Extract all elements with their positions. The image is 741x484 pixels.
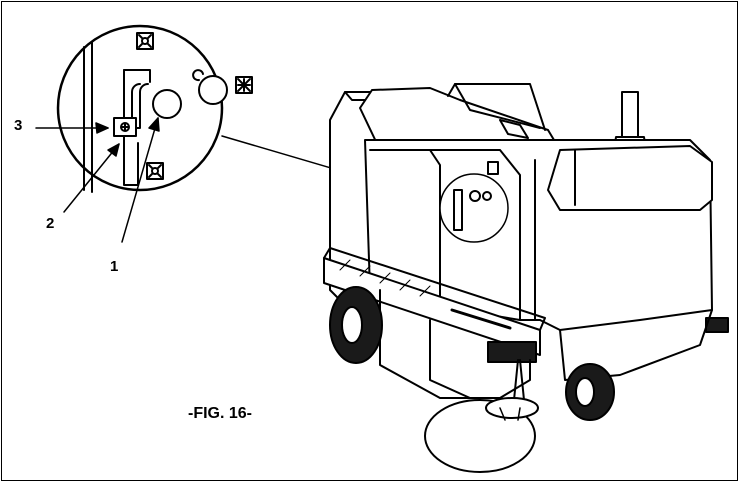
sweeper-machine — [323, 83, 729, 473]
figure-caption: -FIG. 16- — [188, 405, 253, 422]
detail-zoom-circle — [56, 24, 253, 193]
callout-label-3: 3 — [14, 117, 23, 134]
callout-label-1: 1 — [110, 258, 119, 275]
callout-label-2: 2 — [46, 215, 55, 232]
callout-arrows — [35, 117, 160, 243]
